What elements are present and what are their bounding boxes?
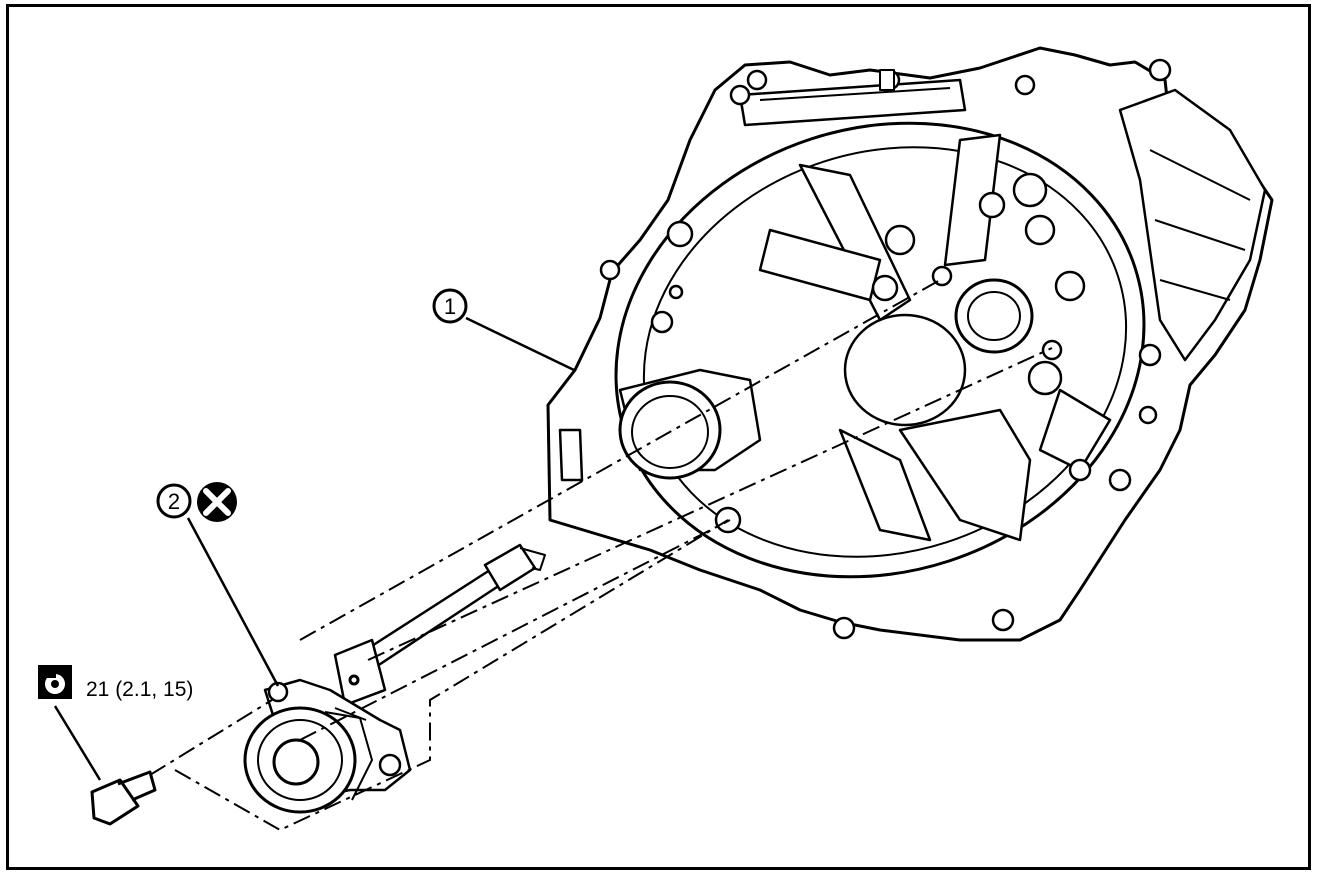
callout-1-label: 1: [444, 294, 456, 319]
leader-1: [465, 316, 575, 372]
callout-2: 2: [156, 483, 192, 519]
mounting-bolt: [90, 770, 157, 826]
concentric-slave-cylinder: [243, 543, 546, 814]
diagram-frame: [6, 4, 1311, 870]
torque-spec-label: 21 (2.1, 15): [86, 678, 193, 701]
torque-wrench-icon: [38, 665, 72, 699]
callout-2-label: 2: [168, 489, 180, 514]
do-not-reuse-icon: [197, 482, 237, 522]
transaxle-case: [546, 46, 1274, 642]
callout-1: 1: [432, 288, 468, 324]
alignment-lines: [149, 279, 1053, 832]
leader-lines: [53, 316, 575, 781]
leader-torque: [53, 705, 102, 781]
leader-2: [186, 517, 280, 687]
